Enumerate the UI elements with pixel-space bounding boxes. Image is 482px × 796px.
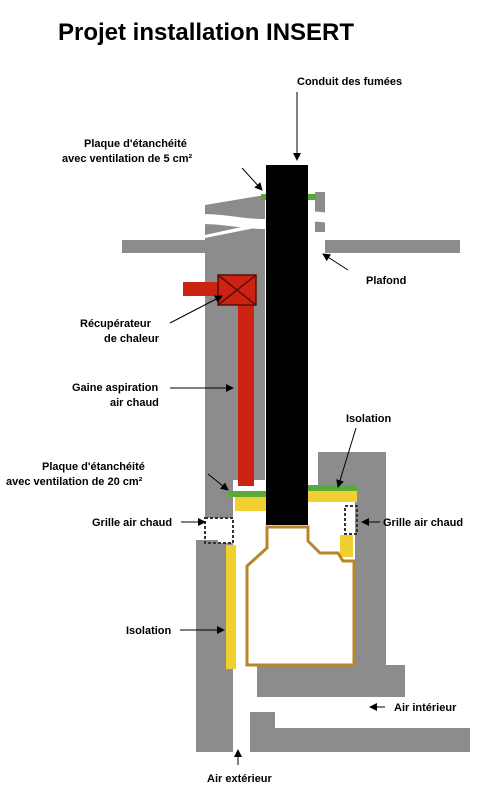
label-gaine-line1: Gaine aspiration: [72, 382, 158, 394]
label-air-exterieur: Air extérieur: [207, 773, 273, 785]
label-grille-right: Grille air chaud: [383, 517, 463, 529]
insert-body: [245, 525, 356, 667]
diagram-title: Projet installation INSERT: [58, 19, 354, 46]
label-plaque-mid-line1: Plaque d'étanchéité: [42, 461, 145, 473]
label-grille-left: Grille air chaud: [92, 517, 172, 529]
label-plaque-mid-line2: avec ventilation de 20 cm²: [6, 476, 143, 488]
hot-air-duct: [183, 282, 254, 486]
label-plaque-top-line2: avec ventilation de 5 cm²: [62, 153, 193, 165]
label-isolation-left: Isolation: [126, 625, 172, 637]
label-gaine-line2: air chaud: [110, 397, 159, 409]
label-arrows: [169, 92, 385, 765]
ceiling: [122, 240, 460, 253]
hot-air-grilles: [204, 505, 358, 544]
label-recuperateur-line2: de chaleur: [104, 333, 160, 345]
label-isolation-right: Isolation: [346, 413, 392, 425]
smoke-flue: [266, 165, 308, 525]
label-plafond: Plafond: [366, 275, 406, 287]
heat-recovery-unit: [217, 274, 257, 306]
label-conduit-fumees: Conduit des fumées: [297, 76, 402, 88]
label-air-interieur: Air intérieur: [394, 702, 457, 714]
label-plaque-top-line1: Plaque d'étanchéité: [84, 138, 187, 150]
label-recuperateur-line1: Récupérateur: [80, 318, 152, 330]
